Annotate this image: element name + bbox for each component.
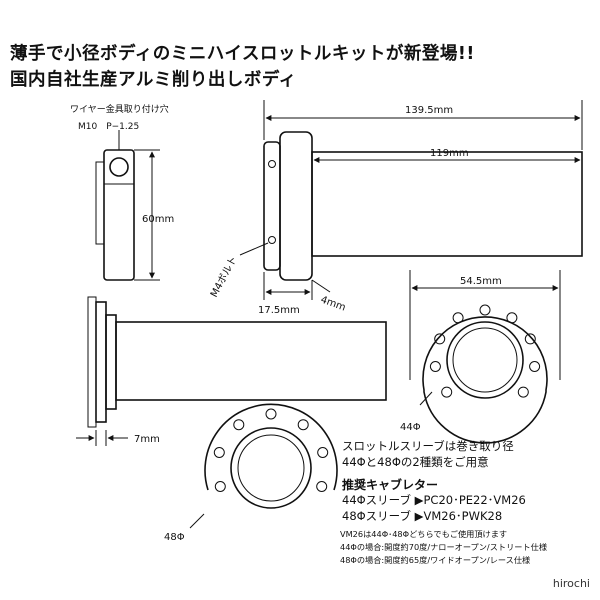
holes44-hole: [479, 304, 491, 316]
lower-side-view: [87, 296, 387, 428]
dim-17-5-label: 17.5mm: [258, 305, 300, 316]
dim-119-label: 119mm: [430, 148, 469, 159]
holes48-hole: [233, 419, 245, 431]
size-48-label: 48Φ: [164, 532, 185, 543]
carb-44: 44Φスリーブ ▶PC20･PE22･VM26: [342, 493, 526, 507]
sleeve-44-holes: [429, 304, 541, 398]
info-line-1: スロットルスリーブは巻き取り径: [342, 439, 514, 453]
dim-54-5-label: 54.5mm: [460, 276, 502, 287]
holes44-hole: [441, 386, 453, 398]
holes44-hole: [529, 361, 541, 372]
carb-48: 48Φスリーブ ▶VM26･PWK28: [342, 509, 503, 523]
holes48-hole: [297, 419, 309, 431]
wire-fitting-hole: [109, 157, 129, 177]
side-view-housing: [95, 130, 135, 281]
holes44-hole: [429, 361, 441, 372]
sleeve-48-bore: [230, 427, 312, 509]
m4-bolt-upper: [268, 160, 276, 168]
carb-heading: 推奨キャブレター: [342, 478, 439, 492]
throttle-grip-tube: [311, 151, 583, 257]
dim-4-label: 4mm: [319, 294, 347, 313]
holes44-hole: [434, 333, 446, 345]
dim-7-label: 7mm: [134, 434, 160, 445]
dim-139-5-label: 139.5mm: [405, 105, 453, 116]
holes48-hole: [317, 447, 329, 458]
wire-hole-label: ワイヤー金具取り付け穴: [70, 103, 169, 115]
top-view-housing: [263, 131, 583, 281]
note-3: 48Φの場合:開度約65度/ワイドオープン/レース仕様: [340, 555, 531, 565]
watermark: hirochi: [552, 577, 590, 590]
holes44-hole: [517, 386, 529, 398]
holes44-hole: [506, 312, 518, 324]
note-2: 44Φの場合:開度約70度/ナローオープン/ストリート仕様: [340, 542, 548, 552]
holes48-hole: [265, 408, 277, 420]
info-line-2: 44Φと48Φの2種類をご用意: [342, 455, 489, 469]
headline-line-1: 薄手で小径ボディのミニハイスロットルキットが新登場!!: [10, 44, 475, 64]
holes48-hole: [316, 481, 328, 492]
sleeve-44: [422, 316, 548, 444]
m4-bolt-lower: [268, 236, 276, 244]
sleeve-44-bore: [446, 321, 524, 399]
dim-60-label: 60mm: [142, 214, 174, 225]
holes48-hole: [213, 447, 225, 458]
holes44-hole: [524, 333, 536, 345]
m4-bolt-label: M4ボルト: [208, 254, 240, 299]
wire-hole-thread-label: M10 P−1.25: [78, 122, 139, 132]
headline-line-2: 国内自社生産アルミ削り出しボディ: [10, 70, 297, 90]
sleeve-48-holes: [213, 408, 329, 492]
size-44-label: 44Φ: [400, 422, 421, 433]
sleeve-48: [204, 403, 338, 509]
holes48-hole: [214, 481, 226, 492]
holes44-hole: [452, 312, 464, 324]
note-1: VM26は44Φ･48Φどちらでもご使用頂けます: [340, 529, 508, 539]
